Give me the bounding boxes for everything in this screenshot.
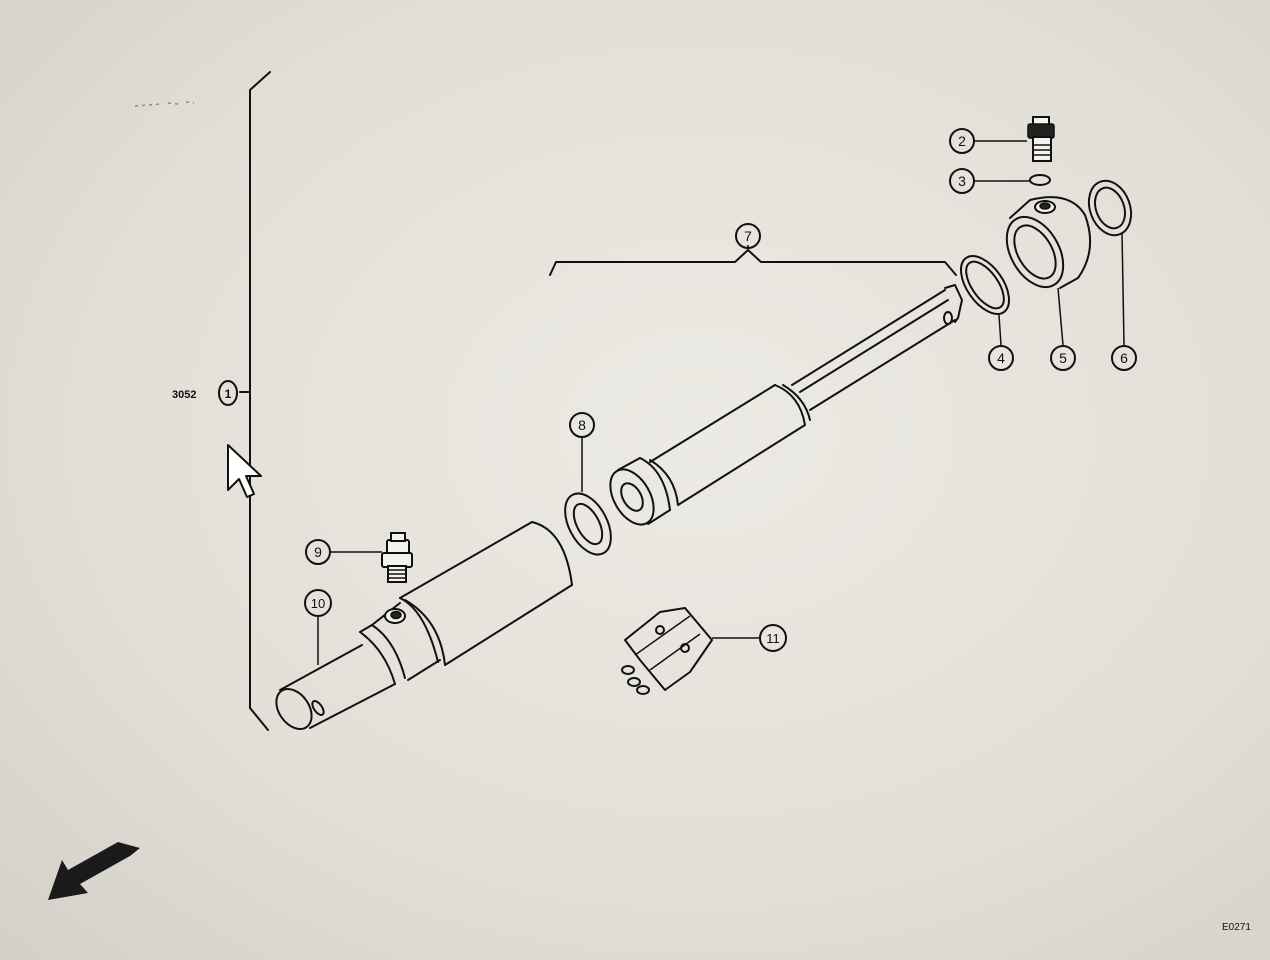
callout-7: 7 xyxy=(735,223,761,249)
part-fitting-2 xyxy=(1027,116,1055,162)
svg-text:2: 2 xyxy=(958,133,966,149)
part-seal-6 xyxy=(1087,179,1133,237)
callout-11: 11 xyxy=(759,624,787,652)
mouse-cursor-icon xyxy=(227,444,262,498)
svg-text:5: 5 xyxy=(1059,350,1067,366)
group-reference-callout-number: 1 xyxy=(225,387,232,401)
callout-4: 4 xyxy=(988,345,1014,371)
leader-lines xyxy=(317,140,1125,665)
svg-text:4: 4 xyxy=(997,350,1005,366)
svg-text:9: 9 xyxy=(314,544,322,560)
svg-text:11: 11 xyxy=(766,631,780,646)
part-seal-8 xyxy=(564,492,612,556)
part-cylinder-barrel xyxy=(275,521,573,730)
part-o-ring-4-inner xyxy=(965,260,1005,310)
part-end-head-5 xyxy=(1005,196,1092,289)
callout-5: 5 xyxy=(1050,345,1076,371)
callout-6: 6 xyxy=(1111,345,1137,371)
svg-text:7: 7 xyxy=(744,228,752,244)
part-seal-6-inner xyxy=(1094,186,1126,230)
assembly-bracket xyxy=(239,71,271,731)
callout-10: 10 xyxy=(304,589,332,617)
callout-3: 3 xyxy=(949,168,975,194)
svg-text:3: 3 xyxy=(958,173,966,189)
svg-text:6: 6 xyxy=(1120,350,1128,366)
scan-artifact xyxy=(134,101,195,107)
bracket-7 xyxy=(549,249,957,276)
part-o-ring-4 xyxy=(960,255,1010,315)
figure-code: E0271 xyxy=(1222,922,1251,933)
callout-8: 8 xyxy=(569,412,595,438)
group-reference-number: 3052 xyxy=(172,389,196,401)
group-reference-callout: 3052 1 xyxy=(172,380,238,406)
part-piston-rod-7 xyxy=(609,284,963,526)
svg-text:10: 10 xyxy=(311,596,325,611)
part-o-ring-3 xyxy=(1029,174,1051,186)
callout-2: 2 xyxy=(949,128,975,154)
svg-text:8: 8 xyxy=(578,417,586,433)
part-fitting-9 xyxy=(381,532,413,583)
callout-9: 9 xyxy=(305,539,331,565)
part-bracket-kit-11 xyxy=(621,607,713,695)
back-arrow-icon[interactable] xyxy=(48,842,140,900)
